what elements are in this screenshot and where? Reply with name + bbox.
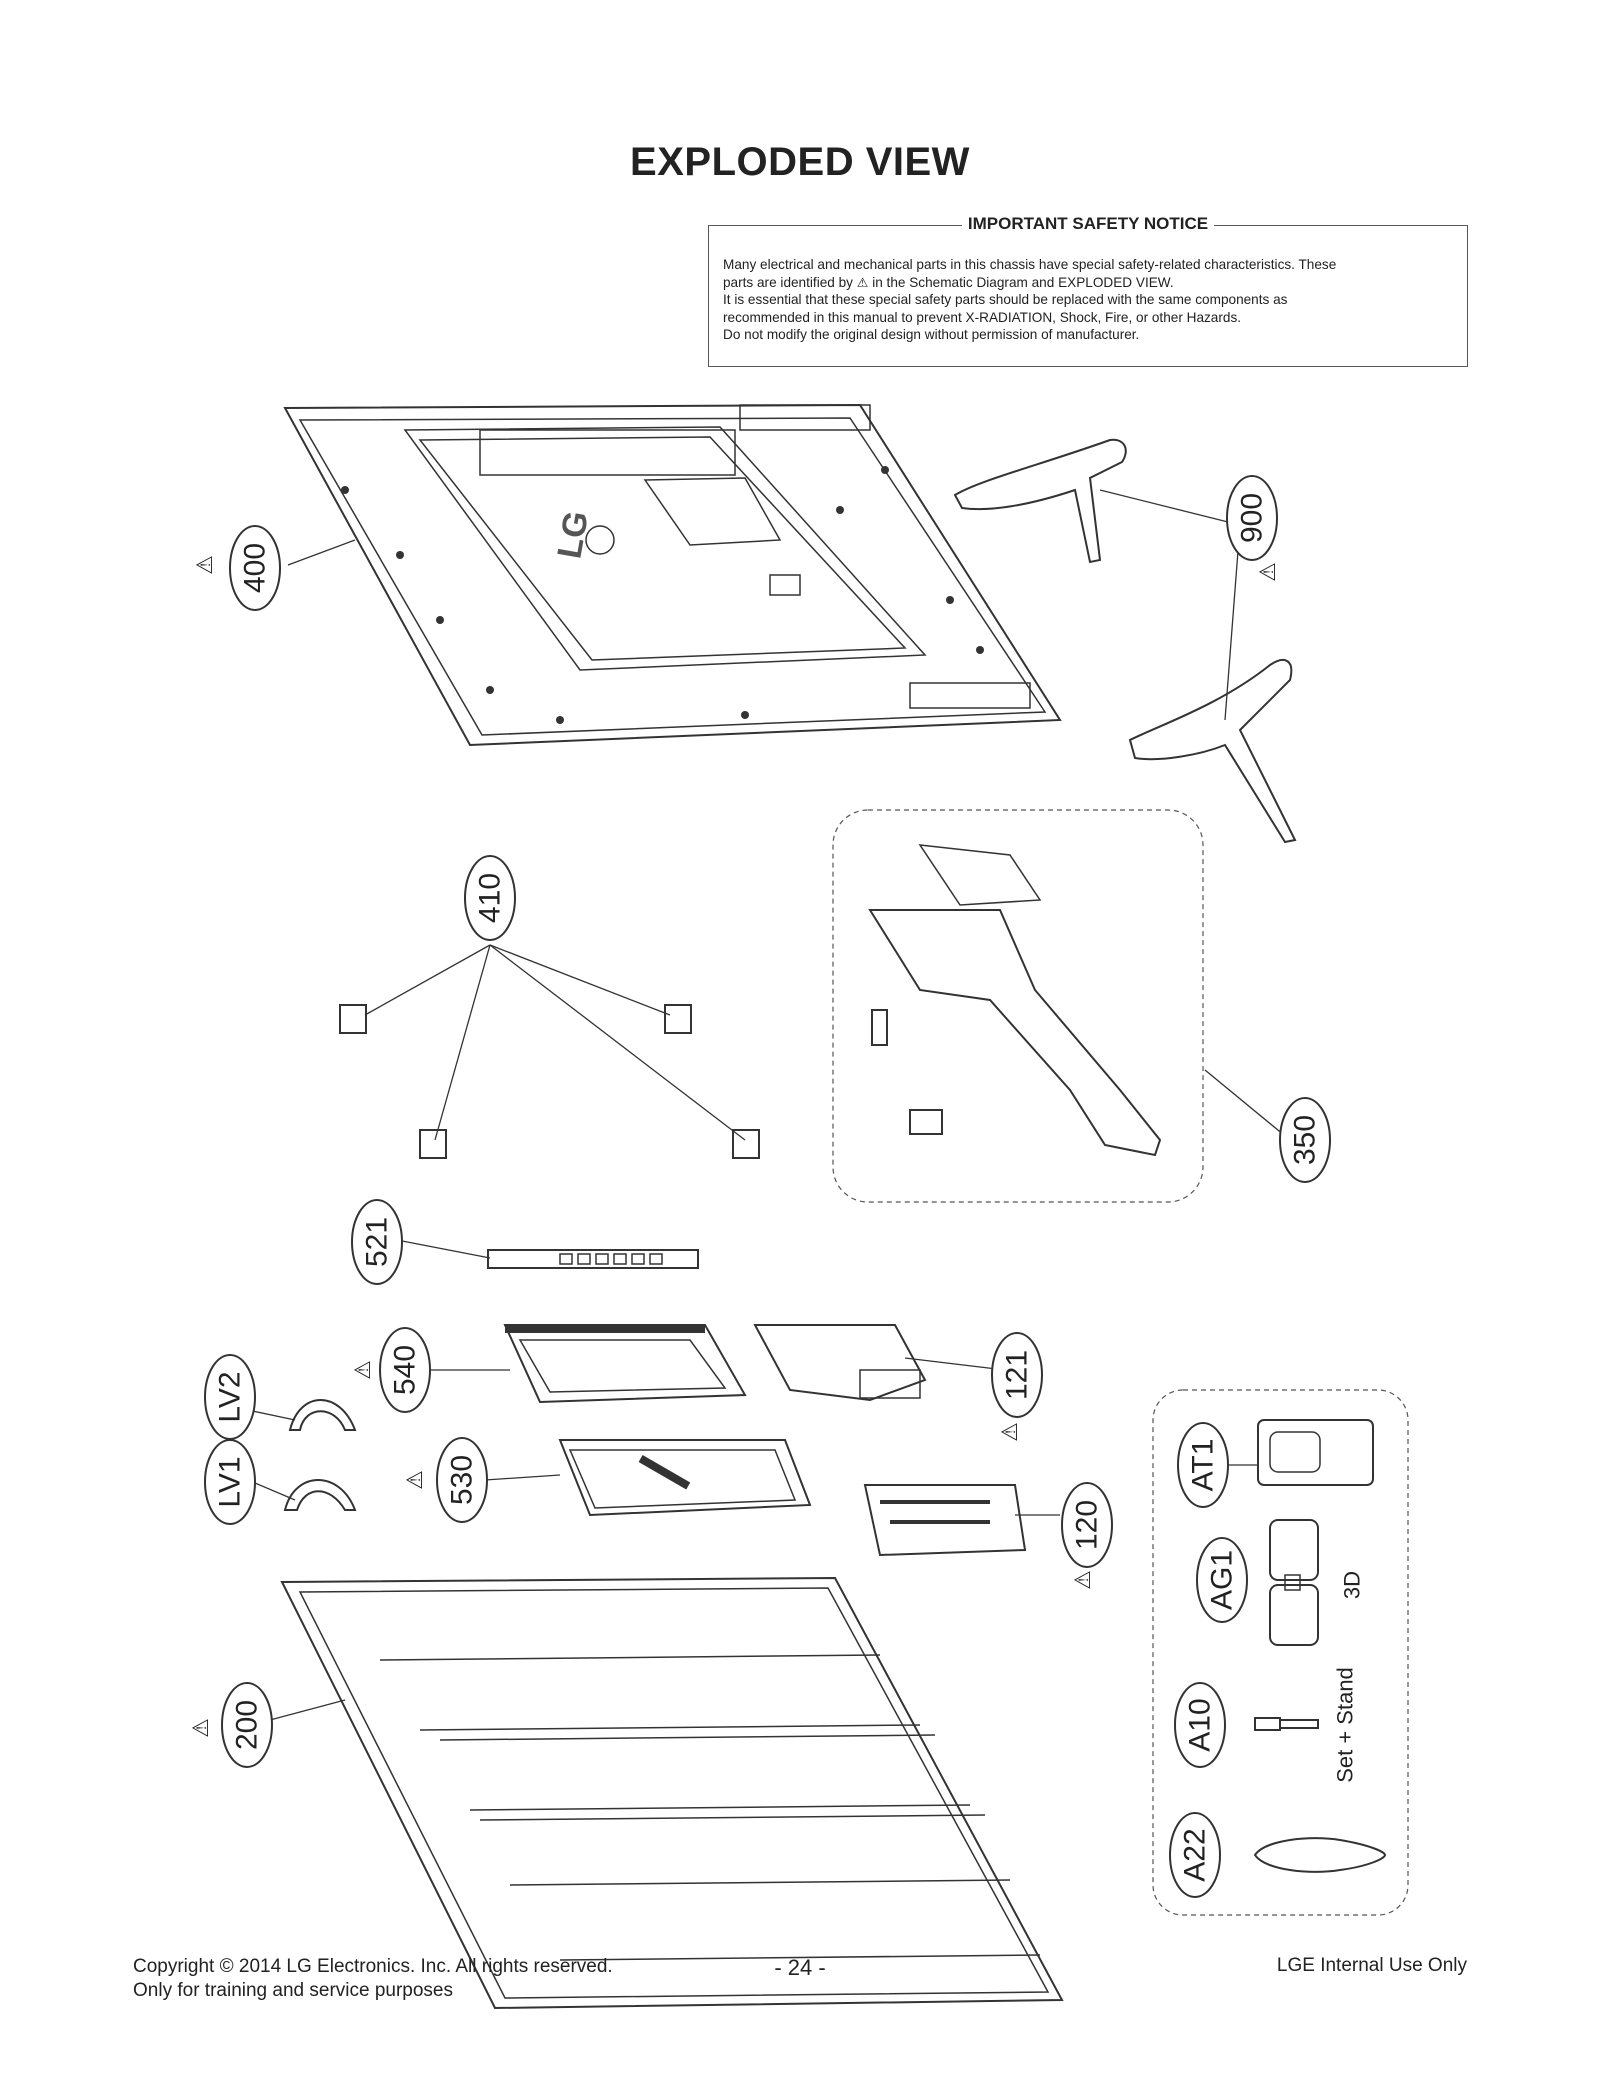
- notice-line-4: recommended in this manual to prevent X-…: [723, 309, 1242, 325]
- callout-530: 530 ⚠: [403, 1437, 488, 1523]
- warning-triangle-icon: ⚠: [189, 1718, 214, 1738]
- callout-ag1: AG1: [1196, 1537, 1248, 1623]
- key-button-part: [487, 1249, 699, 1269]
- speaker-lv2-part: [288, 1399, 357, 1431]
- leader-lines: [247, 489, 1291, 1721]
- warning-triangle-icon: ⚠: [193, 555, 218, 575]
- notice-line-5: Do not modify the original design withou…: [723, 327, 1140, 342]
- page-title: EXPLODED VIEW: [630, 140, 970, 184]
- callout-lv2: LV2: [204, 1354, 256, 1440]
- remote-control-at1-part: [1257, 1419, 1374, 1486]
- bracket-assembly-part: [868, 844, 1162, 1157]
- main-board-part: [503, 1324, 747, 1404]
- copyright-text: Copyright © 2014 LG Electronics. Inc. Al…: [133, 1956, 613, 1977]
- callout-120: 120 ⚠: [1061, 1482, 1113, 1590]
- footer-copyright: Copyright © 2014 LG Electronics. Inc. Al…: [133, 1955, 613, 2003]
- display-panel-part: [280, 1576, 1064, 2010]
- callout-540: 540 ⚠: [351, 1327, 431, 1413]
- svg-text:350: 350: [1289, 1115, 1322, 1165]
- svg-text:A10: A10: [1184, 1698, 1217, 1751]
- svg-text:410: 410: [474, 873, 507, 923]
- power-module-121-part: [753, 1324, 927, 1402]
- bracket-410-parts: [339, 1004, 760, 1159]
- callout-at1: AT1: [1177, 1422, 1229, 1508]
- callout-a22: A22: [1169, 1812, 1221, 1898]
- 3d-glasses-part: [1269, 1519, 1319, 1646]
- safety-notice-box: IMPORTANT SAFETY NOTICE Many electrical …: [708, 214, 1468, 367]
- svg-text:A22: A22: [1179, 1828, 1212, 1881]
- page-number: - 24 -: [774, 1955, 826, 1980]
- svg-text:530: 530: [446, 1455, 479, 1505]
- callout-lv1: LV1: [204, 1439, 256, 1525]
- purpose-text: Only for training and service purposes: [133, 1980, 453, 2001]
- module-120-part: [863, 1484, 1027, 1557]
- callout-121: 121 ⚠: [991, 1332, 1043, 1442]
- svg-text:AT1: AT1: [1187, 1439, 1220, 1492]
- speaker-lv1-part: [283, 1479, 357, 1511]
- svg-text:LV1: LV1: [214, 1456, 247, 1507]
- screw-set-stand-label: Set + Stand: [1333, 1667, 1358, 1783]
- callout-521: 521: [351, 1199, 403, 1285]
- warning-triangle-icon: ⚠: [1256, 562, 1281, 582]
- stand-upper-part: [953, 438, 1127, 564]
- svg-text:LV2: LV2: [214, 1371, 247, 1422]
- stand-lower-part: [1128, 659, 1297, 844]
- warning-triangle-icon: ⚠: [1071, 1570, 1096, 1590]
- warning-triangle-icon: ⚠: [403, 1470, 428, 1490]
- warning-triangle-icon: ⚠: [351, 1360, 376, 1380]
- svg-text:400: 400: [239, 543, 272, 593]
- assembly-350-group: [832, 809, 1204, 1203]
- screw-part: [1254, 1717, 1319, 1731]
- back-cover-part: LG: [283, 403, 1062, 747]
- svg-text:LG: LG: [550, 508, 596, 561]
- svg-text:120: 120: [1071, 1500, 1104, 1550]
- warning-triangle-icon: ⚠: [856, 274, 869, 290]
- notice-line-2: parts are identified by ⚠ in the Schemat…: [723, 274, 1174, 290]
- glasses-3d-label: 3D: [1340, 1571, 1365, 1599]
- safety-notice-heading: IMPORTANT SAFETY NOTICE: [709, 214, 1467, 234]
- safety-notice-body: Many electrical and mechanical parts in …: [723, 256, 1453, 344]
- svg-text:540: 540: [389, 1345, 422, 1395]
- magic-remote-a22-part: [1253, 1837, 1387, 1873]
- module-530-part: [558, 1439, 812, 1517]
- svg-text:521: 521: [361, 1217, 394, 1267]
- notice-line-3: It is essential that these special safet…: [723, 292, 1288, 307]
- footer-internal: LGE Internal Use Only: [1276, 1955, 1467, 1976]
- callout-900: 900 ⚠: [1226, 475, 1281, 582]
- callout-200: 200 ⚠: [189, 1682, 273, 1768]
- callout-350: 350: [1279, 1097, 1331, 1183]
- callout-410: 410: [464, 855, 516, 941]
- svg-text:900: 900: [1236, 493, 1269, 543]
- svg-text:200: 200: [231, 1700, 264, 1750]
- callout-a10: A10: [1174, 1682, 1226, 1768]
- notice-line-1: Many electrical and mechanical parts in …: [723, 257, 1337, 272]
- svg-text:121: 121: [1001, 1350, 1034, 1400]
- svg-text:AG1: AG1: [1206, 1550, 1239, 1610]
- callout-400: 400 ⚠: [193, 525, 281, 611]
- accessory-group: [1152, 1389, 1409, 1916]
- warning-triangle-icon: ⚠: [998, 1422, 1023, 1442]
